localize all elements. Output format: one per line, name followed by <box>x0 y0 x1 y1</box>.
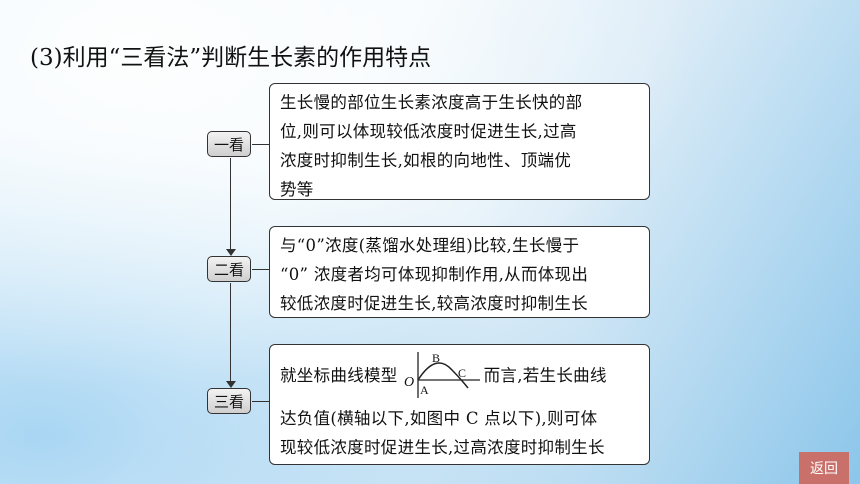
text-line: 较低浓度时促进生长,较高浓度时抑制生长 <box>280 294 588 313</box>
step-tag-1: 一看 <box>207 131 251 157</box>
step-box-2: 与“0”浓度(蒸馏水处理组)比较,生长慢于 “0” 浓度者均可体现抑制作用,从而… <box>269 226 650 318</box>
point-c-label: C <box>458 366 466 380</box>
step-tag-3: 三看 <box>207 388 251 414</box>
connector-line-1 <box>230 158 231 249</box>
text-segment: 而言,若生长曲线 <box>483 365 607 385</box>
text-line: 生长慢的部位生长素浓度高于生长快的部 <box>280 93 583 112</box>
arrow-down-icon <box>226 249 236 256</box>
origin-label: O <box>404 375 414 390</box>
text-line: 达负值(横轴以下,如图中 C 点以下),则可体 <box>280 409 598 428</box>
connector-h-1 <box>252 144 269 145</box>
step-tag-2: 二看 <box>207 256 251 282</box>
step-box-1: 生长慢的部位生长素浓度高于生长快的部 位,则可以体现较低浓度时促进生长,过高 浓… <box>269 83 650 200</box>
step-box-3: 就坐标曲线模型 O A B C 而言,若生长曲线 达负值(横轴以下,如图中 C … <box>269 344 650 465</box>
curve-text-row: 就坐标曲线模型 O A B C 而言,若生长曲线 <box>280 349 639 401</box>
text-line: 与“0”浓度(蒸馏水处理组)比较,生长慢于 <box>280 236 580 255</box>
return-button[interactable]: 返回 <box>799 452 849 484</box>
text-segment: 就坐标曲线模型 <box>280 365 398 385</box>
connector-line-2 <box>230 283 231 381</box>
growth-curve-diagram: O A B C <box>404 351 480 398</box>
connector-h-2 <box>252 269 269 270</box>
arrow-down-icon <box>226 381 236 388</box>
text-line: 现较低浓度时促进生长,过高浓度时抑制生长 <box>280 438 605 457</box>
text-line: 浓度时抑制生长,如根的向地性、顶端优 <box>280 151 572 170</box>
text-line: “0” 浓度者均可体现抑制作用,从而体现出 <box>280 265 589 284</box>
point-b-label: B <box>432 351 440 365</box>
text-line: 势等 <box>280 180 314 199</box>
point-a-label: A <box>420 383 429 397</box>
text-line: 位,则可以体现较低浓度时促进生长,过高 <box>280 122 577 141</box>
page-title: (3)利用“三看法”判断生长素的作用特点 <box>30 45 432 71</box>
connector-h-3 <box>252 401 269 402</box>
